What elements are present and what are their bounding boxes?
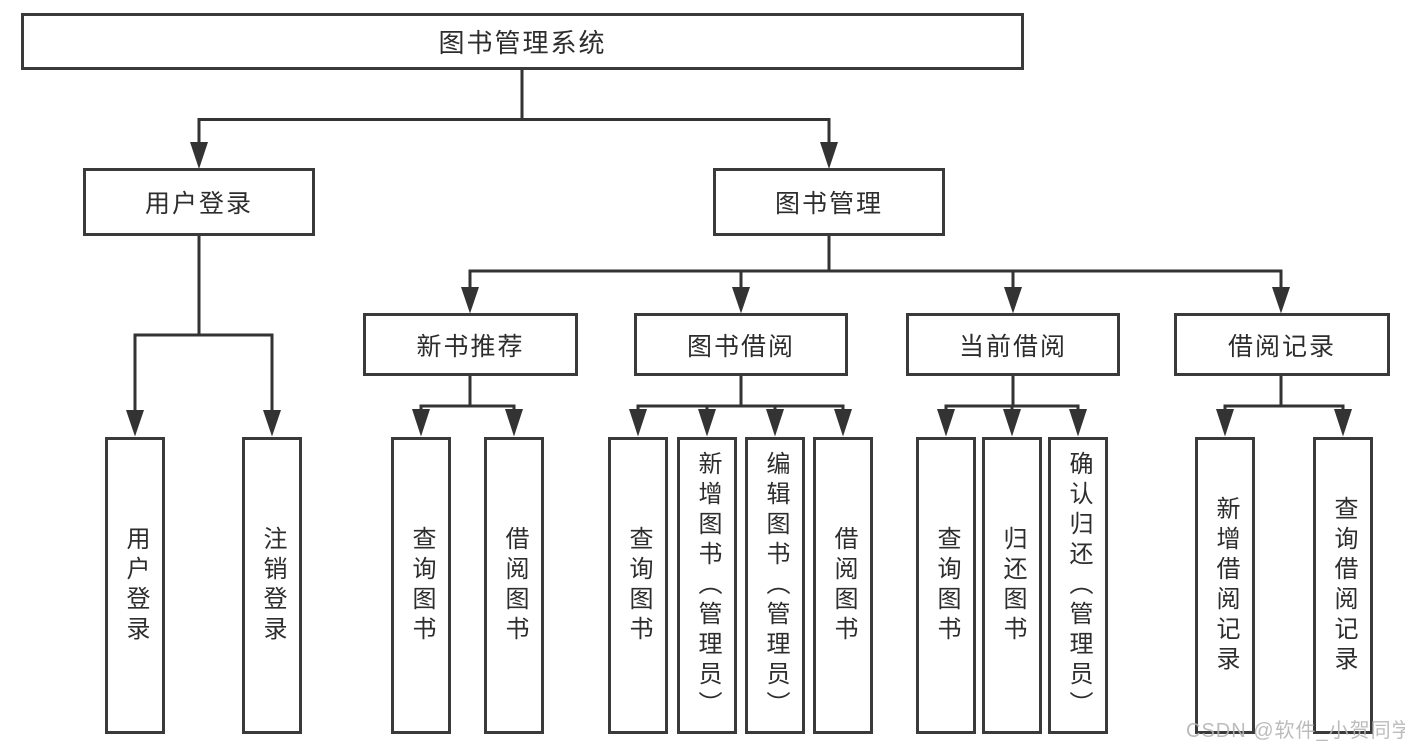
arrow-down-icon (1004, 287, 1022, 314)
leaf-query-books-recommend: 查询图书 (391, 437, 451, 734)
arrow-down-icon (190, 142, 208, 169)
leaf-borrow-books-borrow-label: 借阅图书 (830, 525, 857, 646)
leaf-add-borrow-record: 新增借阅记录 (1195, 437, 1255, 734)
arrow-down-icon (505, 409, 523, 437)
node-library-system: 图书管理系统 (21, 13, 1024, 70)
node-borrow-records: 借阅记录 (1174, 313, 1390, 376)
arrow-down-icon (412, 409, 430, 437)
leaf-return-book-label: 归还图书 (999, 525, 1026, 646)
arrow-down-icon (937, 409, 955, 437)
leaf-borrow-books-borrow: 借阅图书 (813, 437, 873, 734)
leaf-query-books-recommend-label: 查询图书 (408, 525, 435, 646)
arrow-down-icon (1216, 409, 1234, 437)
arrow-down-icon (820, 142, 838, 169)
leaf-user-login: 用户登录 (105, 437, 165, 734)
leaf-query-books-current-label: 查询图书 (933, 525, 960, 646)
arrow-down-icon (629, 409, 647, 437)
leaf-logout-login-label: 注销登录 (259, 525, 286, 646)
leaf-add-book-admin: 新增图书（管理员） (677, 437, 737, 734)
node-book-management: 图书管理 (713, 168, 945, 236)
leaf-user-login-label: 用户登录 (122, 525, 149, 646)
leaf-query-books-borrow-label: 查询图书 (625, 525, 652, 646)
arrow-down-icon (1069, 409, 1087, 437)
leaf-return-book: 归还图书 (982, 437, 1042, 734)
node-book-borrow: 图书借阅 (634, 313, 848, 376)
leaf-add-borrow-record-label: 新增借阅记录 (1212, 495, 1239, 676)
arrow-down-icon (1334, 409, 1352, 437)
leaf-query-borrow-record: 查询借阅记录 (1313, 437, 1373, 734)
leaf-edit-book-admin: 编辑图书（管理员） (745, 437, 805, 734)
leaf-logout-login: 注销登录 (242, 437, 302, 734)
leaf-add-book-admin-label: 新增图书（管理员） (694, 450, 721, 721)
node-borrow-records-label: 借阅记录 (1227, 332, 1336, 361)
arrow-down-icon (461, 287, 479, 314)
arrow-down-icon (834, 409, 852, 437)
watermark: CSDN @软件_小贺同学 (1186, 720, 1405, 742)
leaf-borrow-books-recommend: 借阅图书 (484, 437, 544, 734)
arrow-down-icon (263, 410, 281, 437)
node-user-login: 用户登录 (83, 168, 315, 236)
node-current-borrow-label: 当前借阅 (958, 332, 1067, 361)
leaf-confirm-return-admin: 确认归还（管理员） (1048, 437, 1108, 734)
arrow-down-icon (1272, 287, 1290, 314)
leaf-query-borrow-record-label: 查询借阅记录 (1330, 495, 1357, 676)
node-current-borrow: 当前借阅 (906, 313, 1120, 376)
arrow-down-icon (698, 409, 716, 437)
node-book-borrow-label: 图书借阅 (686, 332, 795, 361)
node-library-system-label: 图书管理系统 (438, 28, 607, 58)
node-book-management-label: 图书管理 (774, 190, 883, 218)
arrow-down-icon (766, 409, 784, 437)
leaf-query-books-borrow: 查询图书 (608, 437, 668, 734)
arrow-down-icon (1003, 409, 1021, 437)
arrow-down-icon (126, 410, 144, 437)
arrow-down-icon (732, 287, 750, 314)
node-new-book-recommend-label: 新书推荐 (416, 332, 525, 361)
leaf-edit-book-admin-label: 编辑图书（管理员） (762, 450, 789, 721)
node-user-login-label: 用户登录 (144, 190, 253, 218)
leaf-borrow-books-recommend-label: 借阅图书 (501, 525, 528, 646)
leaf-query-books-current: 查询图书 (916, 437, 976, 734)
node-new-book-recommend: 新书推荐 (363, 313, 578, 376)
leaf-confirm-return-admin-label: 确认归还（管理员） (1065, 450, 1092, 721)
